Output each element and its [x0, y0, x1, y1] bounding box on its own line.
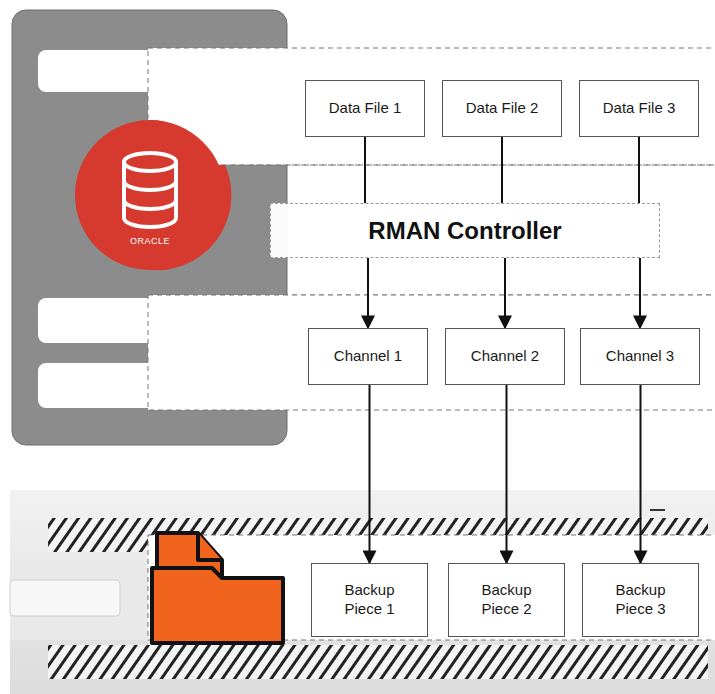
connector-arrow	[364, 137, 366, 203]
box-label: Data File 2	[466, 99, 539, 118]
connector-arrow	[506, 385, 508, 563]
box-label: Data File 1	[329, 99, 402, 118]
box-label: Channel 2	[471, 347, 539, 366]
connector-arrow	[640, 385, 642, 563]
connector-arrow	[504, 258, 506, 328]
process-box: Channel 2	[445, 328, 565, 385]
oracle-logo	[75, 120, 231, 270]
connector-arrow	[367, 258, 369, 328]
box-label: Channel 1	[334, 347, 402, 366]
box-label: RMAN Controller	[368, 217, 561, 245]
box-label: Backup Piece 2	[470, 581, 544, 619]
connector-arrow	[638, 137, 640, 203]
process-box: Data File 1	[305, 80, 425, 137]
process-box: Backup Piece 1	[311, 563, 428, 637]
process-box: Channel 1	[308, 328, 428, 385]
process-box: Backup Piece 2	[448, 563, 565, 637]
process-box: Channel 3	[580, 328, 700, 385]
controller-box: RMAN Controller	[270, 203, 660, 258]
box-label: Backup Piece 1	[333, 581, 407, 619]
process-box: Data File 2	[442, 80, 562, 137]
connector-arrow	[501, 137, 503, 203]
dashed-band	[148, 48, 715, 640]
box-label: Data File 3	[603, 99, 676, 118]
box-label: Backup Piece 3	[604, 581, 678, 619]
connector-arrow	[639, 258, 641, 328]
logo-text: ORACLE	[130, 236, 170, 246]
folder-icon	[152, 533, 283, 643]
process-box: Backup Piece 3	[582, 563, 699, 637]
process-box: Data File 3	[579, 80, 699, 137]
storage-appliance	[10, 490, 715, 694]
box-label: Channel 3	[606, 347, 674, 366]
connector-arrow	[369, 385, 371, 563]
